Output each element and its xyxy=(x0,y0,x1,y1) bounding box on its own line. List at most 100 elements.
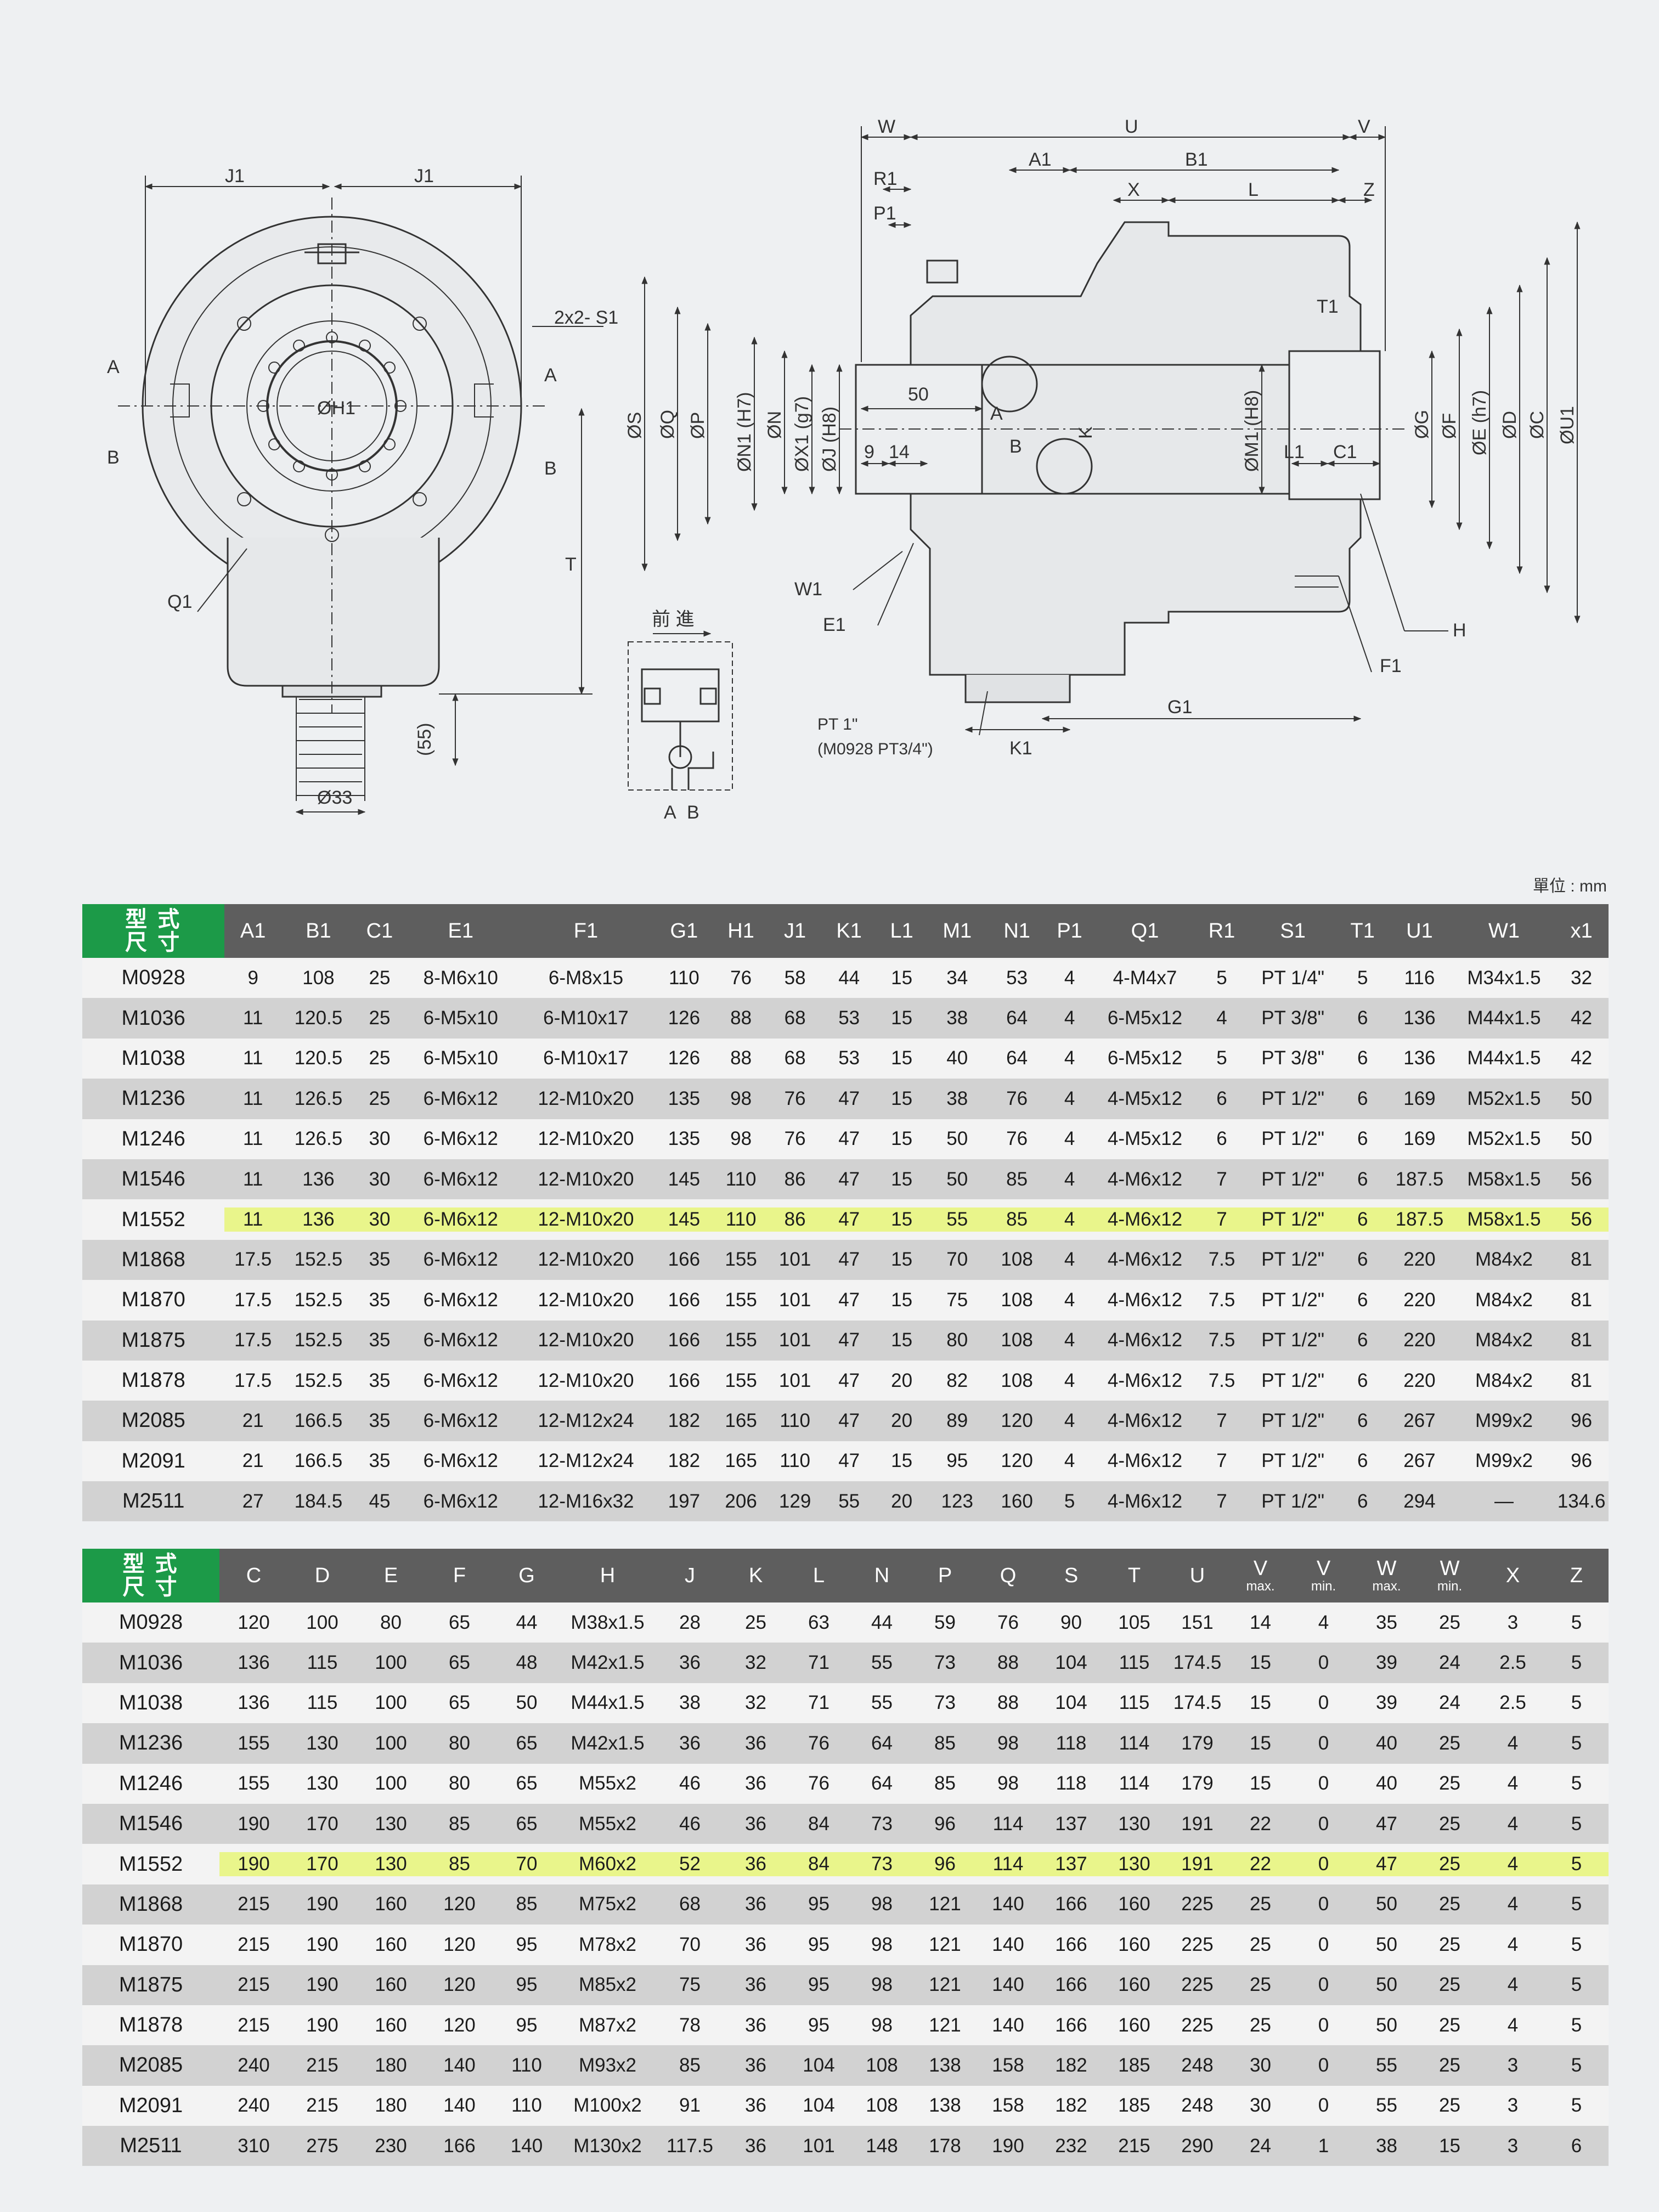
model-cell: M1246 xyxy=(82,1763,219,1804)
column-header: T xyxy=(1103,1549,1166,1602)
value-cell: 155 xyxy=(219,1723,288,1764)
value-cell: 4-M5x12 xyxy=(1092,1119,1198,1159)
value-cell: 6-M6x12 xyxy=(404,1079,518,1119)
value-cell: 47 xyxy=(822,1159,876,1200)
value-cell: 4-M6x12 xyxy=(1092,1239,1198,1280)
value-cell: 4 xyxy=(1047,1079,1093,1119)
value-cell: 130 xyxy=(288,1763,357,1804)
value-cell: 95 xyxy=(494,1925,560,1965)
value-cell: 136 xyxy=(281,1159,356,1200)
value-cell: 63 xyxy=(787,1602,850,1643)
model-cell: M1552 xyxy=(82,1199,225,1240)
header-label: W xyxy=(1376,1557,1397,1580)
value-cell: 42 xyxy=(1554,998,1609,1039)
value-cell: 166 xyxy=(654,1360,714,1401)
value-cell: 101 xyxy=(787,2126,850,2166)
value-cell: PT 1/2" xyxy=(1246,1079,1340,1119)
column-header: Q1 xyxy=(1092,904,1198,958)
dim-50: 50 xyxy=(908,384,929,405)
section-a-left: A xyxy=(107,357,120,377)
value-cell: 145 xyxy=(654,1199,714,1240)
header-label: E xyxy=(383,1564,398,1587)
value-cell: 15 xyxy=(876,1441,928,1482)
value-cell: 135 xyxy=(654,1079,714,1119)
value-cell: 0 xyxy=(1292,1763,1355,1804)
value-cell: 90 xyxy=(1040,1602,1103,1643)
value-cell: 190 xyxy=(977,2126,1040,2166)
value-cell: PT 1/2" xyxy=(1246,1199,1340,1240)
technical-drawing: J1 J1 2x2- S1 A A B B ØH1 Q1 T (55) Ø33 … xyxy=(0,0,1659,856)
column-header: Q xyxy=(977,1549,1040,1602)
value-cell: 47 xyxy=(822,1239,876,1280)
value-cell: 80 xyxy=(425,1723,494,1764)
model-cell: M2511 xyxy=(82,1481,225,1522)
value-cell: 25 xyxy=(1418,1763,1481,1804)
value-cell: 50 xyxy=(1554,1079,1609,1119)
value-cell: 6-M8x15 xyxy=(517,958,654,998)
column-header: J xyxy=(656,1549,724,1602)
value-cell: M38x1.5 xyxy=(560,1602,656,1643)
value-cell: 180 xyxy=(357,2085,425,2126)
value-cell: 155 xyxy=(714,1280,768,1321)
value-cell: 9 xyxy=(224,958,282,998)
dim-q: ØQ xyxy=(657,410,678,439)
header-label: W xyxy=(1440,1557,1460,1580)
column-header: S xyxy=(1040,1549,1103,1602)
value-cell: 187.5 xyxy=(1385,1199,1454,1240)
value-cell: 25 xyxy=(1418,1925,1481,1965)
value-cell: 12-M10x20 xyxy=(517,1079,654,1119)
model-cell: M1038 xyxy=(82,1038,225,1079)
value-cell: 48 xyxy=(494,1643,560,1683)
value-cell: 15 xyxy=(876,1320,928,1361)
value-cell: 100 xyxy=(357,1683,425,1724)
value-cell: 25 xyxy=(1418,1844,1481,1884)
column-header: G xyxy=(494,1549,560,1602)
value-cell: 15 xyxy=(876,1038,928,1079)
dim-h1: ØH1 xyxy=(317,398,356,419)
value-cell: 35 xyxy=(1355,1602,1418,1643)
value-cell: 6-M6x12 xyxy=(404,1320,518,1361)
value-cell: M85x2 xyxy=(560,1965,656,2005)
valve-symbol xyxy=(628,630,733,791)
value-cell: 114 xyxy=(977,1844,1040,1884)
value-cell: 47 xyxy=(822,1199,876,1240)
value-cell: 114 xyxy=(1103,1723,1166,1764)
value-cell: 170 xyxy=(288,1844,357,1884)
value-cell: 166 xyxy=(654,1239,714,1280)
header-label: C xyxy=(246,1564,262,1587)
value-cell: 126.5 xyxy=(281,1079,356,1119)
value-cell: 4 xyxy=(1047,1401,1093,1441)
column-header: T1 xyxy=(1340,904,1386,958)
value-cell: 115 xyxy=(1103,1643,1166,1683)
dim-s1: 2x2- S1 xyxy=(554,307,618,328)
value-cell: 65 xyxy=(494,1803,560,1844)
value-cell: 64 xyxy=(850,1723,913,1764)
front-view xyxy=(118,198,549,801)
value-cell: 12-M16x32 xyxy=(517,1481,654,1522)
value-cell: 50 xyxy=(1355,1884,1418,1925)
value-cell: 6-M10x17 xyxy=(517,1038,654,1079)
header-label: V xyxy=(1253,1557,1268,1580)
value-cell: 96 xyxy=(913,1803,977,1844)
value-cell: 4 xyxy=(1047,1159,1093,1200)
value-cell: 165 xyxy=(714,1401,768,1441)
value-cell: 75 xyxy=(656,1965,724,2005)
value-cell: 84 xyxy=(787,1803,850,1844)
corner-model-label: 型 式 xyxy=(122,1552,179,1576)
model-cell: M1870 xyxy=(82,1925,219,1965)
value-cell: 165 xyxy=(714,1441,768,1482)
column-header: K xyxy=(724,1549,787,1602)
value-cell: 225 xyxy=(1166,2005,1229,2046)
value-cell: 220 xyxy=(1385,1239,1454,1280)
value-cell: 140 xyxy=(977,1884,1040,1925)
header-label: Z xyxy=(1570,1564,1583,1587)
value-cell: 47 xyxy=(1355,1844,1418,1884)
value-cell: 15 xyxy=(876,1280,928,1321)
